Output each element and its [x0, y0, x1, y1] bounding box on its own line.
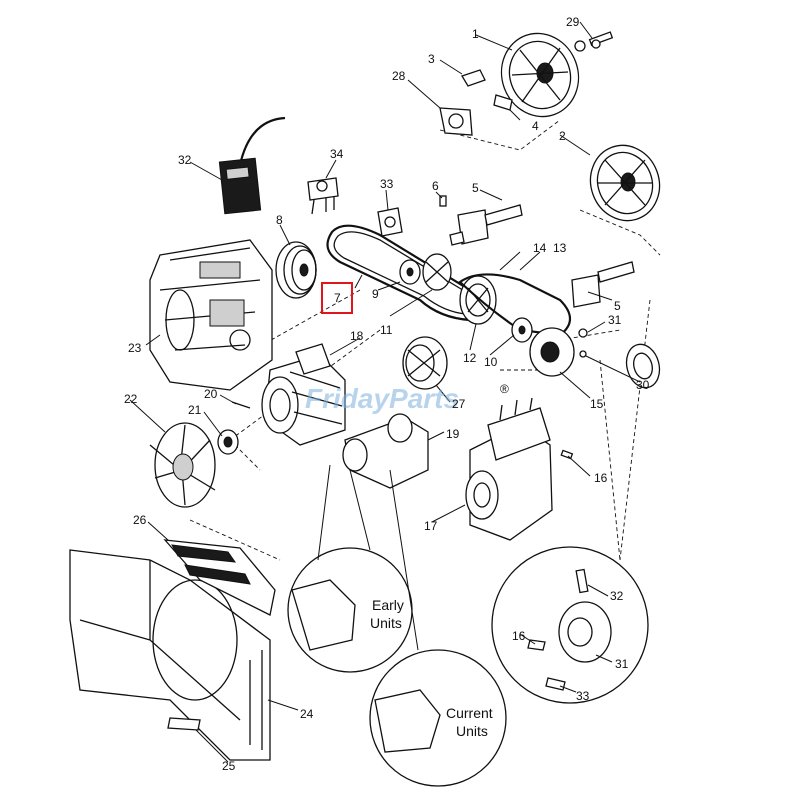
label-28: 28	[392, 69, 406, 83]
label-30: 30	[636, 378, 650, 392]
early-units-line1: Early	[372, 597, 404, 613]
bracket-19	[342, 413, 429, 489]
label-33a: 33	[380, 177, 394, 191]
engine-23	[149, 239, 273, 391]
pulley-11	[422, 253, 452, 291]
label-23: 23	[128, 341, 142, 355]
grille-26	[163, 539, 276, 616]
label-11: 11	[380, 323, 393, 337]
bolt-29	[574, 31, 614, 52]
label-31b: 31	[615, 657, 629, 671]
label-19: 19	[446, 427, 460, 441]
label-16a: 16	[594, 471, 608, 485]
idler-9	[399, 259, 421, 285]
label-21: 21	[188, 403, 202, 417]
label-14: 14	[533, 241, 547, 255]
pulley-8	[275, 241, 317, 299]
early-units-caption: Early Units	[370, 597, 404, 631]
label-34: 34	[330, 147, 344, 161]
bracket-25	[167, 717, 201, 731]
compressor-17	[465, 397, 553, 541]
label-1: 1	[472, 27, 479, 41]
highlight-box-7: 7	[321, 282, 353, 314]
shaft-5-lower	[571, 261, 635, 308]
hub-21	[217, 429, 239, 455]
nut-31	[578, 328, 588, 358]
current-units-line1: Current	[446, 705, 493, 721]
label-27: 27	[452, 397, 466, 411]
label-6: 6	[432, 179, 439, 193]
early-units-line2: Units	[370, 615, 402, 631]
label-20: 20	[204, 387, 218, 401]
label-2: 2	[559, 129, 566, 143]
label-18: 18	[350, 329, 364, 343]
fan-22	[149, 422, 216, 508]
label-8: 8	[276, 213, 283, 227]
pulley-10	[511, 317, 533, 343]
plate-33	[377, 207, 403, 237]
pulley-1	[500, 32, 580, 118]
label-5b: 5	[614, 299, 621, 313]
controller-32	[218, 116, 286, 215]
motor-18	[261, 343, 346, 446]
label-22: 22	[124, 392, 138, 406]
bolt-6	[439, 195, 447, 207]
label-29: 29	[566, 15, 580, 29]
label-13: 13	[553, 241, 567, 255]
label-5a: 5	[472, 181, 479, 195]
label-25: 25	[222, 759, 236, 773]
part-number-labels: 1 2 3 4 5 5 6 8 9 10 11 12 13 14 15 16 1…	[124, 15, 650, 773]
bracket-34	[307, 177, 339, 215]
key-16	[560, 449, 574, 460]
label-17: 17	[424, 519, 438, 533]
watermark-text: FridayParts	[305, 383, 459, 414]
shroud-24	[69, 549, 271, 761]
alternator-27	[402, 336, 448, 390]
watermark-registered: ®	[500, 382, 509, 396]
plate-30	[625, 343, 661, 389]
current-units-caption: Current Units	[446, 705, 493, 739]
label-16b: 16	[512, 629, 526, 643]
pulley-detail	[491, 546, 649, 704]
label-9: 9	[372, 287, 379, 301]
label-3: 3	[428, 52, 435, 66]
label-12: 12	[463, 351, 477, 365]
label-26: 26	[133, 513, 147, 527]
current-units-line2: Units	[456, 723, 488, 739]
label-24: 24	[300, 707, 314, 721]
current-units-detail	[369, 469, 507, 787]
plate-28	[439, 107, 473, 136]
label-32a: 32	[178, 153, 192, 167]
pulley-12	[459, 275, 497, 325]
label-33b: 33	[576, 689, 590, 703]
label-4: 4	[532, 119, 539, 133]
early-units-detail	[287, 464, 413, 673]
key-3	[461, 69, 486, 87]
label-10: 10	[484, 355, 498, 369]
label-7: 7	[334, 291, 341, 305]
watermark: FridayParts ®	[305, 382, 509, 414]
leader-lines	[129, 21, 641, 763]
pulley-15	[529, 327, 575, 377]
label-15: 15	[590, 397, 604, 411]
pulley-2	[589, 144, 661, 222]
belt-14	[458, 273, 572, 337]
label-32b: 32	[610, 589, 624, 603]
label-31a: 31	[608, 313, 622, 327]
shaft-5-upper	[449, 204, 523, 246]
